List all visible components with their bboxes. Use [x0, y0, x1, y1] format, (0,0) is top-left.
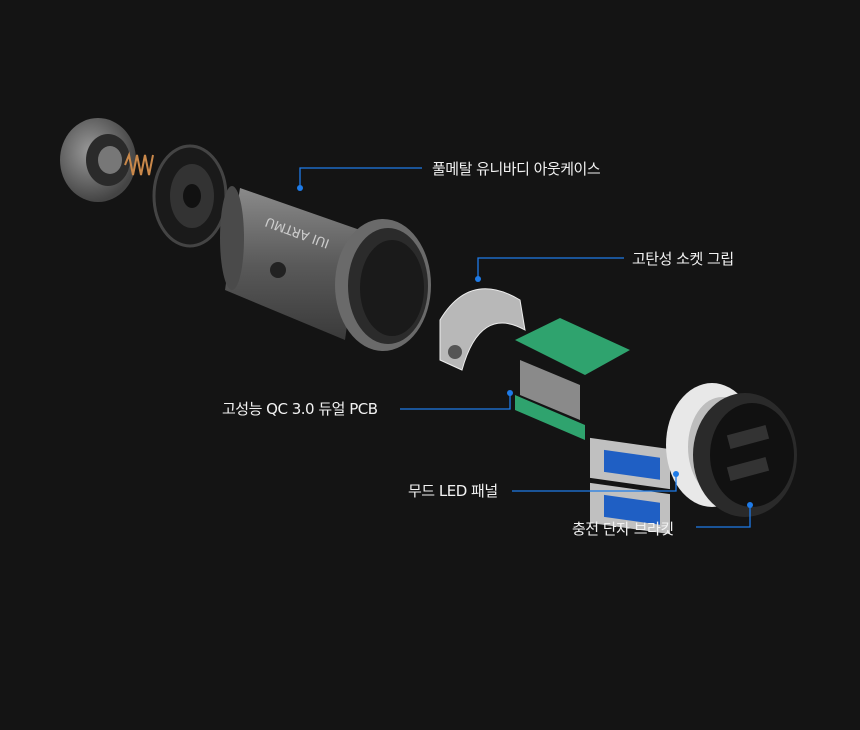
callout-led-panel: 무드 LED 패널 [408, 482, 498, 500]
leader-line-bracket [696, 505, 751, 528]
spring [124, 151, 154, 176]
leader-lines [299, 167, 751, 528]
callout-pcb: 고성능 QC 3.0 듀얼 PCB [222, 400, 378, 418]
callout-socket-grip: 고탄성 소켓 그립 [632, 250, 734, 268]
leader-line-case [299, 167, 422, 188]
contact-disc [152, 144, 228, 248]
leader-line-pcb [400, 393, 511, 410]
socket-grip [439, 288, 526, 371]
callout-outer-case: 풀메탈 유니바디 아웃케이스 [432, 160, 601, 178]
end-cap [60, 118, 136, 202]
leader-line-grip [477, 257, 624, 279]
leader-dots [297, 185, 753, 508]
charging-bracket [693, 393, 797, 517]
outer-case: IUI ARTMU [220, 186, 431, 351]
callout-bracket: 충전 단자 브라킷 [572, 520, 674, 538]
leader-line-led [512, 474, 677, 492]
pcb [515, 318, 670, 535]
